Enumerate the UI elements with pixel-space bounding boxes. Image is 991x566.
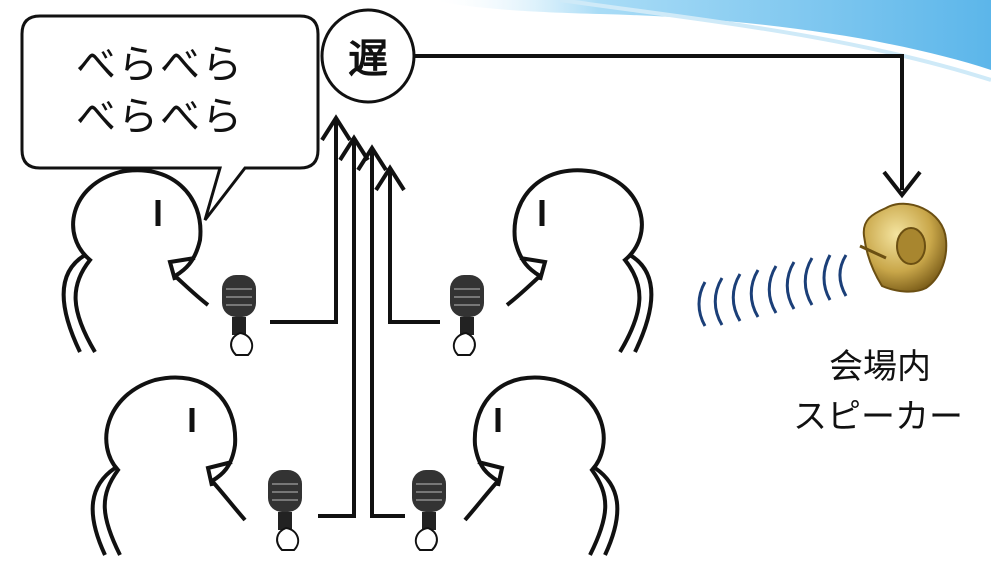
person-bottom-left: [93, 377, 245, 555]
delay-unit: 遅: [322, 10, 414, 102]
microphone-icon: [222, 275, 256, 355]
microphone-icon: [412, 470, 446, 550]
speech-bubble: べらべら べらべら: [22, 16, 318, 220]
blue-swoosh-decoration: [430, 0, 991, 70]
speech-bubble-line2: べらべら: [76, 94, 244, 140]
speaker-caption-line1: 会場内: [829, 347, 931, 387]
speech-bubble-line1: べらべら: [76, 42, 244, 88]
mic-signal-lines: [270, 118, 440, 516]
microphone-icon: [450, 275, 484, 355]
sound-waves: [699, 255, 846, 326]
person-bottom-right: [465, 377, 617, 555]
person-top-right: [507, 170, 651, 352]
microphone-icon: [268, 470, 302, 550]
speaker-bell-icon: [860, 204, 946, 292]
person-top-left: [64, 170, 208, 352]
delay-label: 遅: [348, 35, 388, 82]
speaker-caption-line2: スピーカー: [793, 397, 963, 437]
delay-to-speaker-line: [414, 56, 902, 190]
